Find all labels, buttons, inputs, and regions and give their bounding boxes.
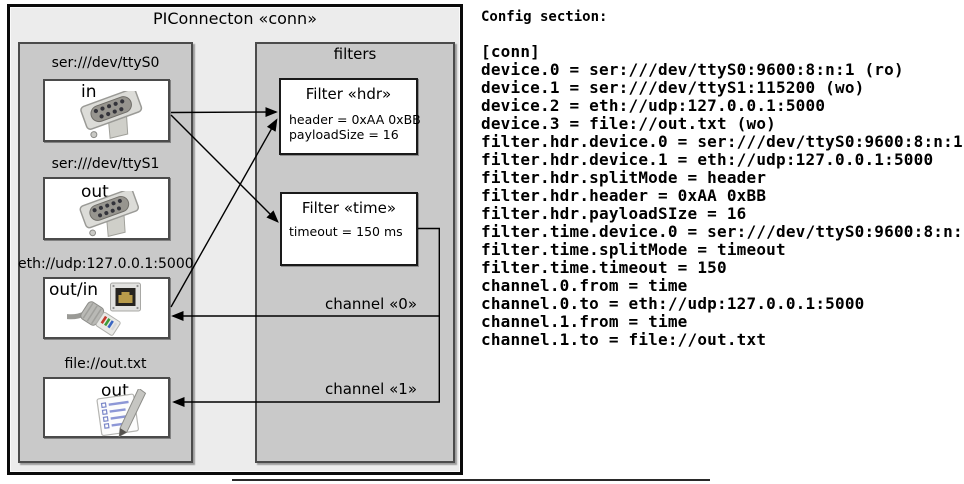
notepad-icon — [96, 389, 147, 438]
filter-hdr-prop-header: header = 0xAA 0xBB — [289, 112, 421, 127]
config-section-body: [conn] device.0 = ser:///dev/ttyS0:9600:… — [481, 42, 964, 349]
filter-time-title: Filter «time» — [301, 199, 397, 217]
filter-hdr-box: Filter «hdr» header = 0xAA 0xBB payloadS… — [279, 78, 421, 155]
filter-hdr-title: Filter «hdr» — [305, 85, 392, 103]
serial-connector-icon — [80, 91, 143, 139]
serial-connector-icon — [79, 191, 140, 237]
filter-hdr-properties: header = 0xAA 0xBB payloadSize = 16 — [289, 112, 421, 142]
device-box-ttyS1: out — [43, 177, 170, 240]
device-direction-label: out — [81, 182, 109, 202]
ethernet-plug-icon — [67, 301, 121, 336]
filter-time-prop-timeout: timeout = 150 ms — [289, 224, 403, 239]
device-direction-label: out/in — [49, 280, 99, 300]
device-box-udp: out/in — [43, 277, 170, 339]
ethernet-port-icon — [110, 282, 141, 312]
channel-0-label: channel «0» — [324, 295, 417, 313]
diagram-title: PIConnecton «conn» — [153, 9, 317, 28]
filters-panel-label: filters — [333, 45, 377, 63]
bottom-divider — [232, 479, 710, 481]
device-url-file: file://out.txt — [64, 356, 147, 372]
filter-time-box: Filter «time» timeout = 150 ms — [280, 192, 418, 266]
device-direction-label: in — [81, 82, 97, 102]
device-url-ttyS0: ser:///dev/ttyS0 — [51, 55, 160, 71]
filter-hdr-prop-payload: payloadSize = 16 — [289, 126, 399, 142]
device-box-file: out — [43, 377, 170, 438]
device-box-ttyS0: in — [43, 79, 170, 142]
device-url-ttyS1: ser:///dev/ttyS1 — [51, 156, 160, 172]
channel-1-label: channel «1» — [324, 380, 417, 398]
filter-time-properties: timeout = 150 ms — [289, 224, 403, 240]
config-section-heading: Config section: — [481, 9, 608, 25]
device-url-udp: eth://udp:127.0.0.1:5000 — [18, 256, 194, 272]
